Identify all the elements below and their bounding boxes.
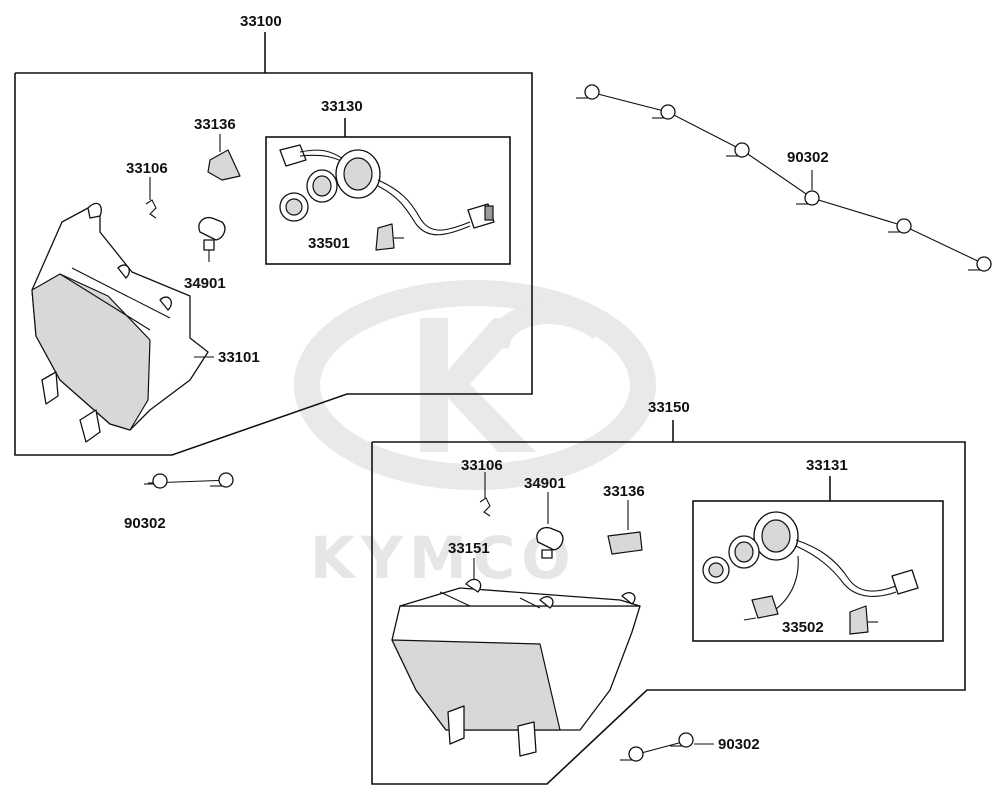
label-33501: 33501 — [308, 235, 350, 252]
label-33136-rear: 33136 — [603, 483, 645, 500]
label-90302-upper-right: 90302 — [787, 149, 829, 166]
plug-rear-icon — [849, 605, 878, 635]
plug-front-icon — [375, 223, 404, 251]
rear-assembly-frame — [371, 420, 966, 785]
screw-pair-lower-right-icon — [620, 732, 714, 762]
lens-front-icon — [31, 202, 209, 443]
cover-front-icon — [207, 149, 241, 181]
label-33130: 33130 — [321, 98, 363, 115]
clip-front-icon — [145, 199, 157, 219]
front-assembly-frame — [14, 32, 533, 456]
socket-box-rear — [692, 476, 944, 642]
label-34901-front: 34901 — [184, 275, 226, 292]
label-90302-lower-left: 90302 — [124, 515, 166, 532]
label-33106-rear: 33106 — [461, 457, 503, 474]
label-33136-front: 33136 — [194, 116, 236, 133]
label-33101: 33101 — [218, 349, 260, 366]
cover-rear-icon — [607, 531, 643, 555]
screw-pair-lower-left-icon — [144, 472, 234, 489]
label-33151: 33151 — [448, 540, 490, 557]
label-33131: 33131 — [806, 457, 848, 474]
label-33502: 33502 — [782, 619, 824, 636]
bulb-front-icon — [198, 216, 226, 262]
screw-chain-upper-right-icon — [576, 84, 992, 272]
label-33106-front: 33106 — [126, 160, 168, 177]
clip-rear-icon — [479, 497, 491, 517]
label-33150: 33150 — [648, 399, 690, 416]
socket-harness-rear-icon — [702, 511, 919, 621]
lens-rear-icon — [391, 578, 641, 757]
kymco-watermark: KYMCO — [294, 280, 656, 592]
bulb-rear-icon — [536, 526, 564, 559]
label-90302-lower-right: 90302 — [718, 736, 760, 753]
watermark-text: KYMCO — [310, 524, 577, 592]
socket-harness-front-icon — [279, 144, 495, 236]
label-34901-rear: 34901 — [524, 475, 566, 492]
socket-box-front — [265, 118, 511, 265]
label-33100: 33100 — [240, 13, 282, 30]
